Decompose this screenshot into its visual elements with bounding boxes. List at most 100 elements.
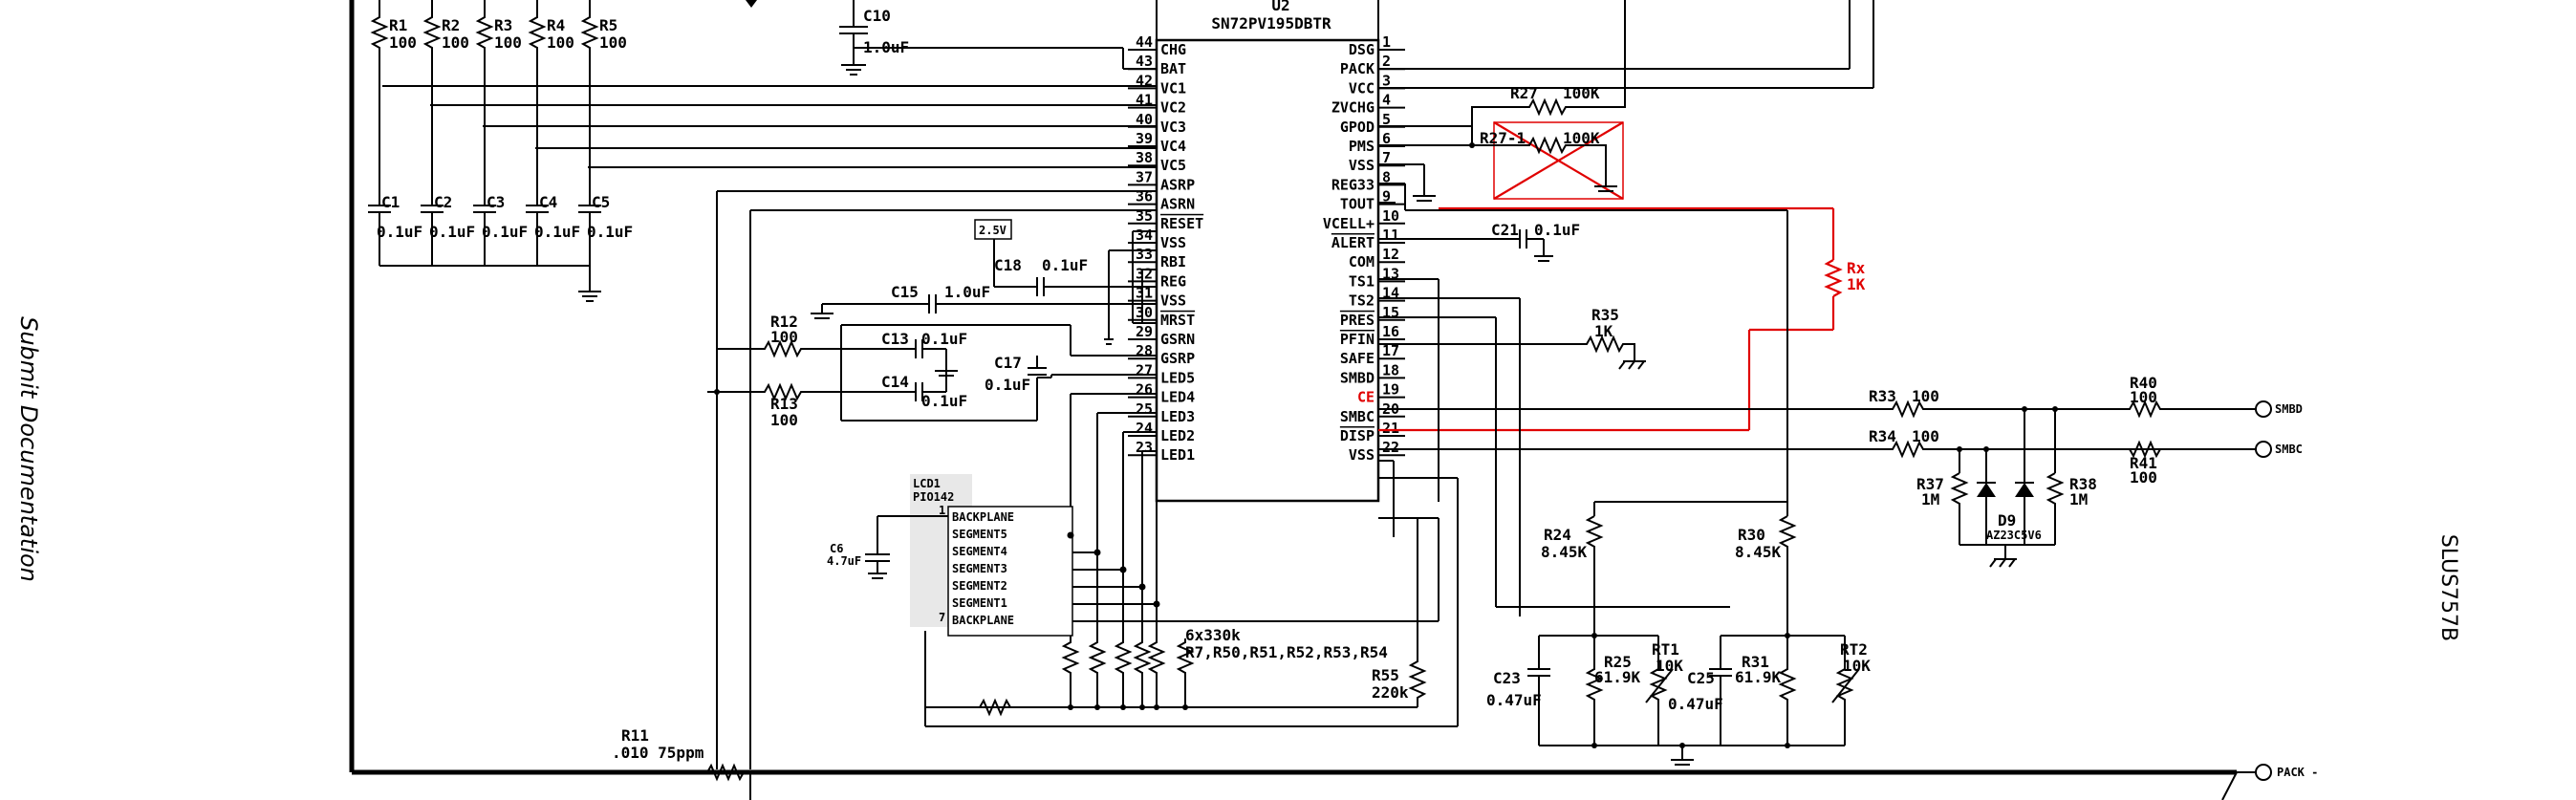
ic-pin-name: RESET [1160,215,1203,232]
frame-lines [349,0,2256,800]
ic-pin-name: PACK [1340,60,1375,77]
c25-value: 0.47uF [1668,695,1723,713]
ic-pin-name: VC1 [1160,79,1186,97]
capacitor-c10: C10 1.0uF [746,0,909,76]
ic-pin-name: SMBD [1340,369,1375,386]
resistor-ref: R1 [389,16,407,34]
ic-pin-name: TS1 [1349,272,1375,290]
side-text-right: SLUS757B [2436,534,2460,641]
resistor-value: 100 [442,33,469,52]
r41-value: 100 [2130,468,2157,486]
capacitor-ref: C3 [487,193,505,211]
ic-pin-name: PFIN [1340,331,1375,348]
side-text-left: Submit Documentation [15,316,42,582]
ic-pin-number: 43 [1136,53,1153,70]
resistor-r55: R55 220k [924,477,1459,727]
resistor-r11: R11 .010 75ppm [612,726,755,800]
r35-value: 1K [1594,322,1613,340]
ic-pin-number: 1 [1382,33,1391,51]
c18-ref: C18 [994,256,1022,274]
ic-part-number: SN72PV195DBTR [1211,14,1331,32]
r31-value: 61.9K [1735,668,1782,686]
r40-value: 100 [2130,388,2157,406]
r25-ref: R25 [1604,653,1632,671]
r27-value: 100K [1563,84,1600,102]
lcd-pin-label: SEGMENT4 [952,545,1007,558]
ic-pin-number: 29 [1136,323,1153,340]
capacitor-value: 0.1uF [377,223,422,241]
ic-pin-name: VC2 [1160,99,1186,117]
ic-pin-name: CE [1357,389,1375,406]
ic-pin-number: 32 [1136,265,1153,282]
c17-value: 0.1uF [985,376,1030,394]
r35-ref: R35 [1591,306,1619,324]
lcd-display: LCD1 PIO142 1 7 BACKPLANESEGMENT5SEGMENT… [827,460,1440,637]
lcd-pin-label: BACKPLANE [952,614,1014,627]
ic-pin-number: 34 [1136,227,1153,244]
c15-ref: C15 [891,283,919,301]
ic-pin-number: 17 [1382,342,1399,359]
ic-pin-number: 7 [1382,149,1391,166]
ic-pin-number: 8 [1382,168,1391,185]
r27-1-ref: R27-1 [1480,129,1526,147]
ic-pin-number: 39 [1136,130,1153,147]
lcd-pin-first: 1 [939,504,945,517]
r34-ref: R34 [1869,427,1896,445]
ic-pin-name: TS2 [1349,292,1375,310]
ic-pin-number: 24 [1136,420,1153,437]
ic-pin-name: SMBC [1340,408,1375,425]
ic-pin-number: 18 [1382,361,1399,378]
right-wiring: R27 100K R27-1 100K Rx 1K [1378,0,2318,781]
ic-pin-name: ASRN [1160,196,1195,213]
r13-ref: R13 [770,395,798,413]
ic-pin-number: 26 [1136,381,1153,399]
r12-ref: R12 [770,313,798,331]
resistor-value: 100 [599,33,627,52]
r55-value: 220k [1372,683,1409,702]
resistor-ref: R5 [599,16,617,34]
c23-value: 0.47uF [1486,691,1542,709]
ic-pin-name: CHG [1160,41,1186,58]
capacitor-value: 0.1uF [429,223,475,241]
resistor-value: 100 [389,33,417,52]
c15-value: 1.0uF [944,283,990,301]
lcd-pin-last: 7 [939,611,945,624]
ic-pin-number: 6 [1382,130,1391,147]
led-resistor-qty: 6x330k [1185,626,1241,644]
lcd-pin-label: BACKPLANE [952,510,1014,524]
r27-1-value: 100K [1563,129,1600,147]
ic-pin-number: 21 [1382,420,1399,437]
ic-pin-name: RBI [1160,253,1186,270]
ic-pin-name: VC4 [1160,138,1186,155]
connector-smbc: SMBC [2275,443,2303,456]
ic-pin-number: 30 [1136,304,1153,321]
ic-pin-number: 35 [1136,207,1153,225]
ic-pin-number: 40 [1136,111,1153,128]
ic-pin-name: VCELL+ [1323,215,1375,232]
r37-ref: R37 [1916,475,1944,493]
ic-pin-number: 2 [1382,53,1391,70]
ic-pin-number: 19 [1382,381,1399,399]
ic-pin-name: LED4 [1160,389,1195,406]
rt2-value: 10K [1843,657,1871,675]
rt1-ref: RT1 [1652,640,1679,659]
capacitor-value: 0.1uF [534,223,580,241]
ic-pin-name: ALERT [1331,234,1375,251]
ic-pin-name: PRES [1340,312,1375,329]
c14-ref: C14 [881,373,909,391]
ic-pin-number: 4 [1382,92,1391,109]
ic-ref: U2 [1271,0,1289,14]
c14-value: 0.1uF [921,392,967,410]
r24-ref: R24 [1544,526,1571,544]
r41-ref: R41 [2130,454,2157,472]
ic-pin-number: 16 [1382,323,1399,340]
c6-ref: C6 [830,542,843,555]
capacitor-ref: C2 [434,193,452,211]
lcd-ref: LCD1 [913,477,941,490]
c13-value: 0.1uF [921,330,967,348]
ic-right-pins: 1DSG2PACK3VCC4ZVCHG5GPOD6PMS7VSS8REG339T… [1323,33,1405,464]
ic-pin-number: 5 [1382,111,1391,128]
ic-pin-name: VC5 [1160,157,1186,174]
ic-pin-name: REG33 [1331,176,1375,193]
